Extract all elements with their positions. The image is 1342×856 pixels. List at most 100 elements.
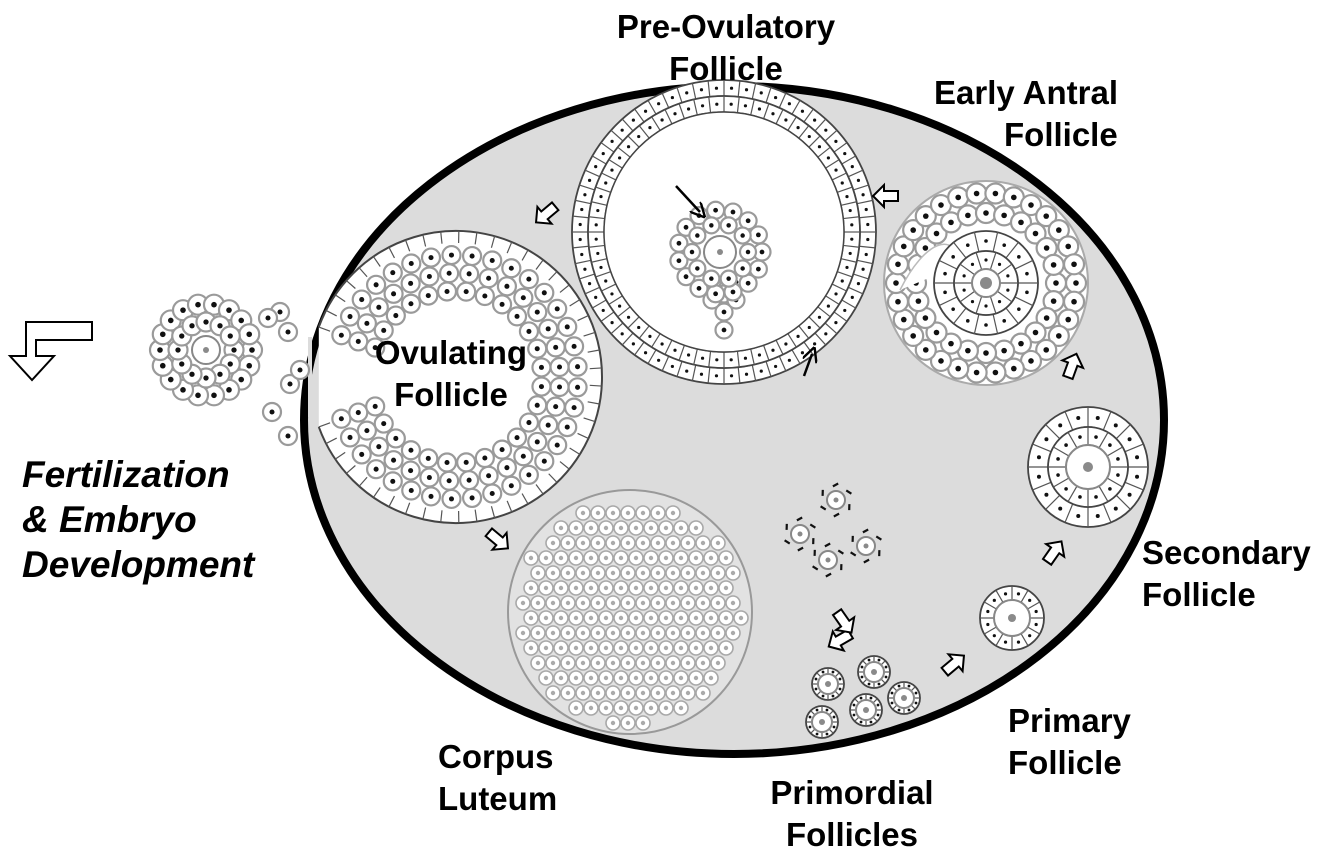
cell-nucleus	[470, 495, 475, 500]
cell-nucleus	[684, 225, 689, 230]
cell-nucleus	[376, 305, 381, 310]
cell-nucleus	[832, 695, 835, 698]
cell-nucleus	[853, 704, 856, 707]
cell-nucleus	[553, 345, 558, 350]
cell-nucleus	[408, 448, 413, 453]
cell-nucleus	[938, 358, 944, 364]
cell-nucleus	[374, 282, 379, 287]
luteal-cell-nucleus	[716, 601, 720, 605]
cell-nucleus	[951, 307, 955, 311]
cell-nucleus	[1006, 274, 1009, 277]
cell-nucleus	[1065, 317, 1071, 323]
cell-nucleus	[555, 306, 560, 311]
cell-nucleus	[1037, 455, 1041, 459]
cell-nucleus	[843, 152, 846, 155]
luteal-cell-nucleus	[634, 616, 638, 620]
cell-nucleus	[1078, 435, 1082, 439]
luteal-cell-nucleus	[701, 691, 705, 695]
cell-nucleus	[428, 494, 433, 499]
cell-nucleus	[1053, 280, 1059, 286]
luteal-cell-nucleus	[611, 511, 615, 515]
cell-nucleus	[758, 107, 761, 110]
cell-nucleus	[211, 393, 217, 399]
luteal-cell-nucleus	[626, 571, 630, 575]
cell-nucleus	[238, 318, 244, 324]
luteal-cell-nucleus	[619, 556, 623, 560]
cell-nucleus	[857, 282, 860, 285]
luteal-cell-nucleus	[656, 691, 660, 695]
luteal-cell-nucleus	[566, 631, 570, 635]
luteal-cell-nucleus	[656, 511, 660, 515]
cell-nucleus	[1002, 319, 1006, 323]
cell-nucleus	[740, 233, 744, 237]
cell-nucleus	[583, 268, 586, 271]
luteal-cell-nucleus	[671, 691, 675, 695]
luteal-cell-nucleus	[566, 601, 570, 605]
cell-nucleus	[579, 223, 582, 226]
cell-nucleus	[853, 714, 856, 717]
cell-nucleus	[695, 233, 699, 237]
cell-nucleus	[482, 293, 487, 298]
luteal-cell-nucleus	[656, 601, 660, 605]
cell-nucleus	[1056, 457, 1060, 461]
cell-nucleus	[700, 373, 703, 376]
luteal-cell-nucleus	[649, 556, 653, 560]
cell-nucleus	[813, 342, 816, 345]
luteal-cell-nucleus	[634, 676, 638, 680]
cell-nucleus	[470, 254, 475, 259]
cell-nucleus	[277, 309, 282, 314]
cell-nucleus	[526, 472, 531, 477]
cell-nucleus	[722, 328, 727, 333]
cell-nucleus	[715, 374, 718, 377]
luteal-cell-nucleus	[574, 646, 578, 650]
cell-nucleus	[938, 202, 944, 208]
cell-nucleus	[246, 363, 252, 369]
cell-nucleus	[217, 323, 222, 328]
cell-nucleus	[993, 634, 996, 637]
cell-nucleus	[546, 423, 551, 428]
cell-nucleus	[891, 692, 894, 695]
oocyte-nucleus	[798, 532, 803, 537]
cell-nucleus	[1078, 495, 1082, 499]
cell-nucleus	[426, 293, 431, 298]
cell-nucleus	[426, 456, 431, 461]
cell-nucleus	[1043, 347, 1049, 353]
cell-nucleus	[621, 332, 624, 335]
cell-nucleus	[861, 676, 864, 679]
luteal-cell-nucleus	[559, 556, 563, 560]
cell-nucleus	[580, 208, 583, 211]
cell-nucleus	[910, 227, 916, 233]
luteal-cell-nucleus	[596, 541, 600, 545]
cell-nucleus	[974, 191, 980, 197]
luteal-cell-nucleus	[649, 586, 653, 590]
cell-nucleus	[744, 357, 747, 360]
luteal-cell-nucleus	[664, 676, 668, 680]
luteal-cell-nucleus	[709, 646, 713, 650]
cell-nucleus	[834, 140, 837, 143]
cell-nucleus	[1135, 455, 1139, 459]
cell-nucleus	[1033, 330, 1039, 336]
luteal-cell-nucleus	[656, 661, 660, 665]
luteal-cell-nucleus	[604, 646, 608, 650]
luteal-cell-nucleus	[619, 526, 623, 530]
cell-nucleus	[744, 104, 747, 107]
cell-nucleus	[444, 460, 449, 465]
cell-nucleus	[878, 683, 881, 686]
cell-nucleus	[632, 342, 635, 345]
cell-nucleus	[673, 349, 676, 352]
cell-nucleus	[557, 364, 562, 369]
cell-nucleus	[1114, 423, 1118, 427]
cell-nucleus	[189, 323, 194, 328]
cell-nucleus	[895, 299, 901, 305]
cell-nucleus	[1018, 220, 1024, 226]
luteal-cell-nucleus	[604, 556, 608, 560]
cell-nucleus	[818, 316, 821, 319]
luteal-cell-nucleus	[619, 676, 623, 680]
cell-nucleus	[168, 377, 174, 383]
luteal-cell-nucleus	[604, 676, 608, 680]
luteal-cell-nucleus	[566, 691, 570, 695]
luteal-cell-nucleus	[716, 571, 720, 575]
cell-nucleus	[993, 370, 999, 376]
cell-nucleus	[490, 258, 495, 263]
luteal-cell-nucleus	[551, 601, 555, 605]
